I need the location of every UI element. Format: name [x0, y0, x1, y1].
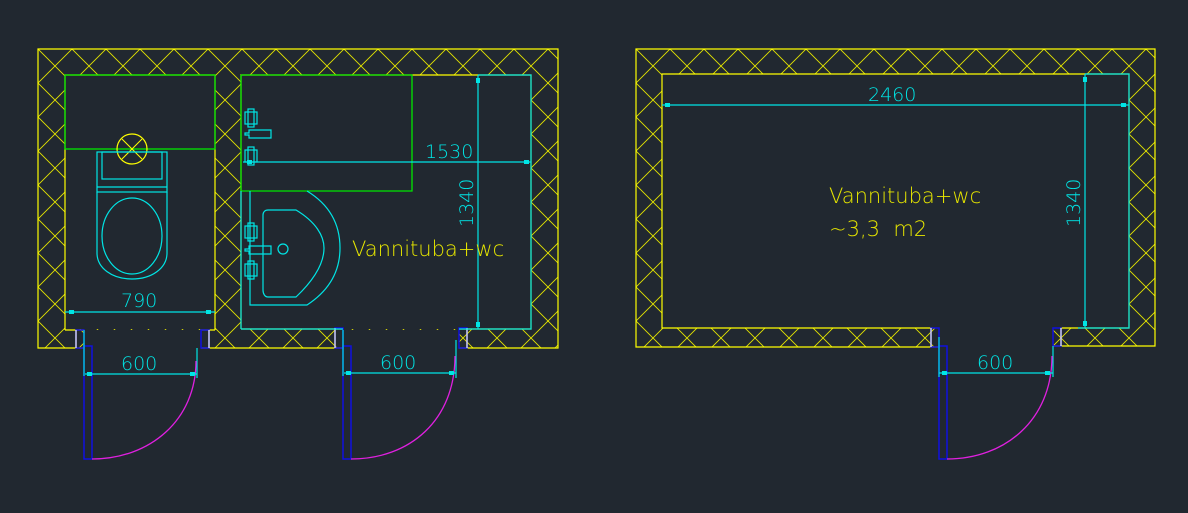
washbasin-icon — [244, 190, 341, 306]
door-swing-arc — [350, 355, 456, 460]
plan-a: 1530 1340 790 Vannituba+wc 6 — [37, 48, 559, 460]
dim-room-depth-b: 1340 — [1063, 73, 1130, 329]
dim-room-width-b-text: 2460 — [868, 84, 916, 106]
dim-room-depth-a: 1340 — [456, 74, 532, 330]
door-swing-arc — [91, 360, 197, 460]
plan-a-room-label: Vannituba+wc — [352, 237, 504, 261]
plan-b-area-label: ~3,3 m2 — [829, 217, 927, 241]
plan-b: 2460 1340 Vannituba+wc ~3,3 m2 600 — [635, 48, 1156, 460]
dim-wc-width-text: 790 — [121, 290, 157, 312]
door-swing-arc — [946, 355, 1053, 460]
wc-cistern-zone — [64, 74, 216, 150]
plan-a-outer-wall — [37, 48, 559, 349]
door-b: 600 — [938, 337, 1054, 460]
door-left-width-text: 600 — [121, 353, 157, 375]
dim-room-depth-a-text: 1340 — [456, 179, 478, 227]
door-right-width-text: 600 — [380, 352, 416, 374]
door-right: 600 — [342, 330, 457, 460]
bathtub-zone — [241, 74, 413, 192]
plan-a-bath-inner-wall — [240, 74, 532, 330]
dim-room-depth-b-text: 1340 — [1063, 179, 1085, 227]
shower-mixer-icon — [244, 108, 272, 166]
plan-b-outer-wall — [635, 48, 1156, 348]
door-b-width-text: 600 — [977, 352, 1013, 374]
dim-wc-width: 790 — [65, 290, 215, 314]
door-jambs-b — [930, 327, 1062, 348]
toilet-icon — [96, 151, 168, 280]
dim-tub-length: 1530 — [243, 141, 531, 164]
dim-room-width-b: 2460 — [662, 84, 1129, 107]
floor-drain-icon — [116, 133, 148, 165]
dim-tub-length-text: 1530 — [425, 141, 473, 163]
door-left: 600 — [83, 330, 198, 460]
plan-b-room-label: Vannituba+wc — [829, 184, 981, 208]
plan-a-wall-hatch — [38, 49, 558, 348]
